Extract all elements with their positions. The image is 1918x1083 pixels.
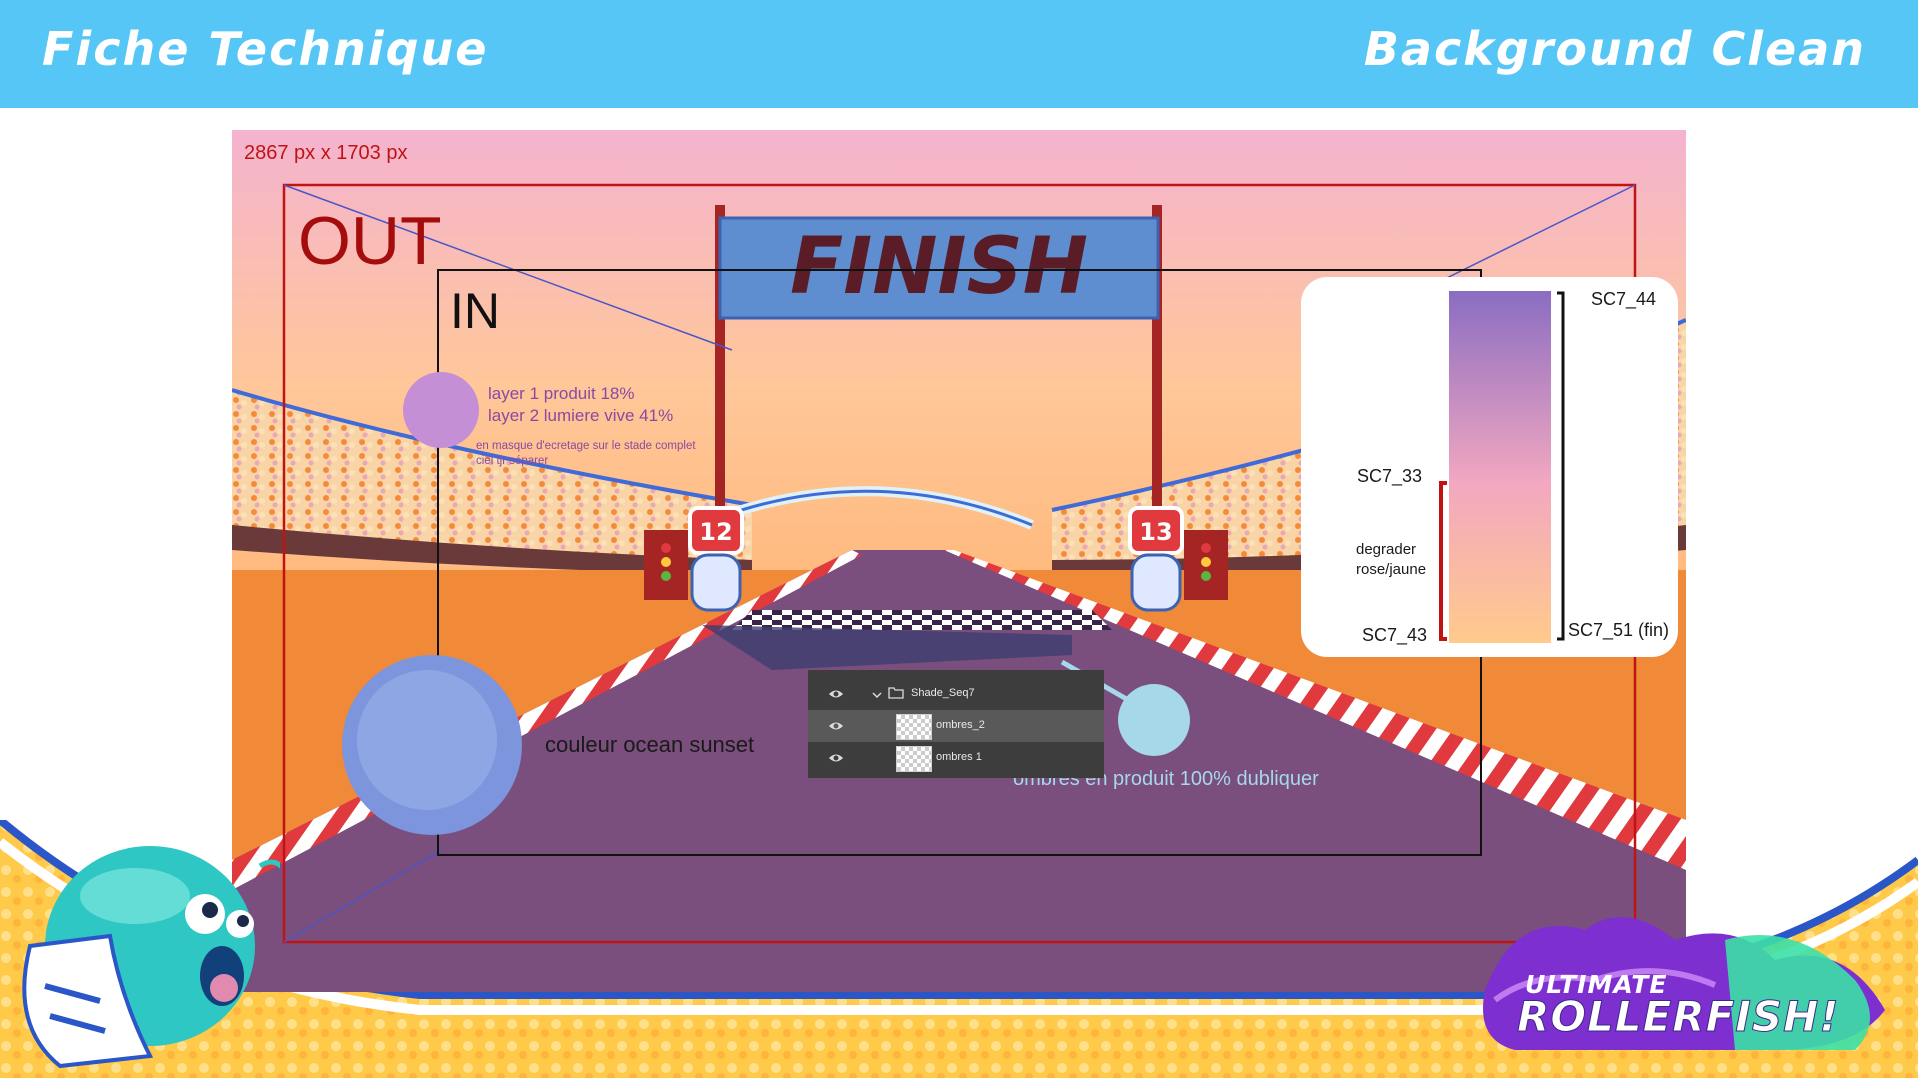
layer-row[interactable]: ombres 1 [808, 742, 1104, 774]
mask-note-line2: ciel tjr séparer [476, 455, 549, 467]
chevron-down-icon[interactable] [872, 687, 882, 705]
in-frame-label: IN [450, 283, 500, 339]
page-title: Fiche Technique [42, 22, 489, 76]
page-subtitle: Background Clean [1363, 22, 1866, 76]
eye-icon[interactable] [828, 719, 844, 737]
mask-note-line1: en masque d'ecretage sur le stade comple… [476, 440, 696, 452]
svg-text:13: 13 [1139, 518, 1172, 546]
eye-icon[interactable] [828, 687, 844, 705]
ultimate-rollerfish-logo: ULTIMATE ROLLERFISH! [1475, 900, 1895, 1060]
gradient-desc-line1: degrader [1356, 541, 1417, 558]
layer-name: ombres_2 [936, 719, 985, 731]
gradient-panel: SC7_44 SC7_33 degrader rose/jaune SC7_43… [1301, 277, 1678, 657]
gradient-label-bottom-left: SC7_43 [1362, 625, 1428, 645]
svg-text:FINISH: FINISH [790, 222, 1088, 312]
eye-icon[interactable] [828, 751, 844, 769]
gradient-desc-line2: rose/jaune [1356, 561, 1427, 578]
out-frame-label: OUT [298, 203, 442, 279]
gradient-label-mid: SC7_33 [1357, 466, 1423, 486]
layer1-note: layer 1 produit 18% [488, 384, 635, 403]
header-bar: Fiche Technique Background Clean [0, 0, 1918, 108]
gradient-label-top: SC7_44 [1591, 289, 1657, 309]
logo-line1: ULTIMATE [1525, 970, 1668, 999]
layers-panel: Shade_Seq7 ombres_2 ombres 1 [808, 670, 1104, 778]
gradient-label-bottom-right: SC7_51 (fin) [1568, 620, 1670, 640]
mascot-fish-illustration [0, 826, 288, 1078]
layer-thumbnail [896, 714, 932, 740]
layer-name: Shade_Seq7 [911, 687, 975, 699]
layer2-note: layer 2 lumiere vive 41% [488, 406, 674, 425]
layer-group-row[interactable]: Shade_Seq7 [808, 678, 1104, 710]
ocean-color-note: couleur ocean sunset [545, 732, 755, 757]
logo-line2: ROLLERFISH! [1516, 992, 1840, 1042]
dimensions-label: 2867 px x 1703 px [244, 142, 408, 164]
layer-name: ombres 1 [936, 751, 982, 763]
folder-icon [888, 686, 904, 704]
layer-thumbnail [896, 746, 932, 772]
svg-text:12: 12 [699, 518, 732, 546]
layer-row-selected[interactable]: ombres_2 [808, 710, 1104, 742]
